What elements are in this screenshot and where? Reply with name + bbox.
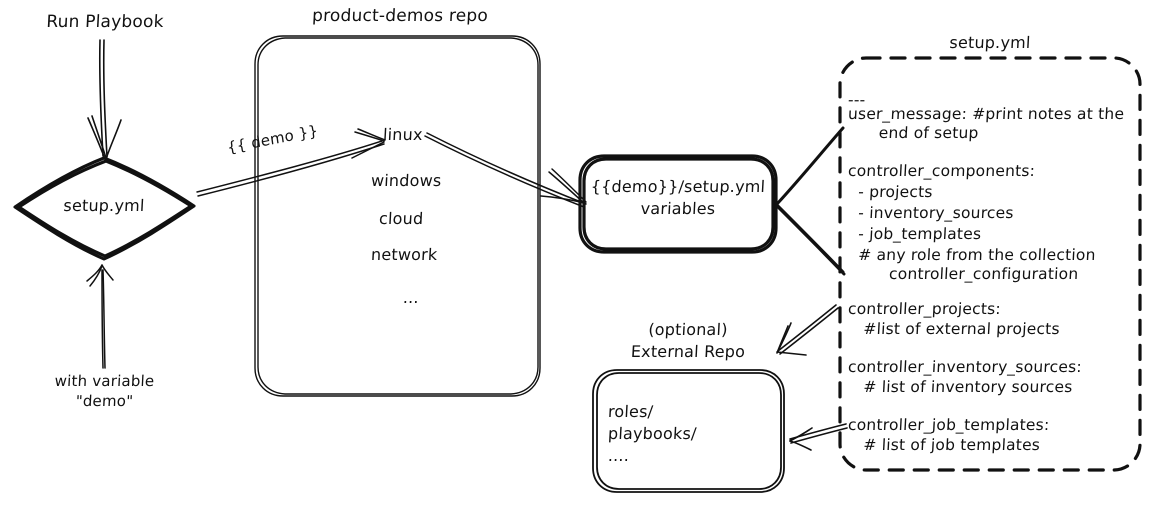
- repo-box-title: product-demos repo: [311, 6, 489, 26]
- setup-line-17: controller_job_templates:: [847, 416, 1050, 434]
- vars-box-line1: {{demo}}/setup.yml: [590, 177, 766, 196]
- repo-item-ellipsis: ...: [402, 288, 420, 307]
- arrow-run-playbook: [87, 39, 122, 160]
- arrow-projects-to-external: [776, 304, 839, 356]
- setup-yml-panel-title: setup.yml: [948, 33, 1032, 52]
- repo-item-cloud: cloud: [378, 209, 424, 228]
- arrow-jobtemplates-to-external: [789, 423, 848, 451]
- setup-line-4: controller_components:: [847, 162, 1036, 180]
- edge-label-demo: {{ demo }}: [226, 121, 320, 157]
- with-variable-label-line1: with variable: [54, 372, 155, 390]
- external-repo-item-playbooks: playbooks/: [607, 424, 698, 443]
- setup-line-12: #list of external projects: [847, 320, 1061, 338]
- connector-vars-to-setup-bottom: [775, 203, 846, 276]
- start-label: Run Playbook: [45, 12, 165, 32]
- repo-item-network: network: [370, 245, 438, 264]
- setup-line-14: controller_inventory_sources:: [847, 358, 1083, 376]
- arrow-linux-to-vars: [424, 132, 587, 208]
- setup-line-7: - job_templates: [847, 225, 982, 243]
- arrow-with-variable: [86, 264, 114, 369]
- decision-label: setup.yml: [62, 196, 146, 215]
- setup-line-6: - inventory_sources: [847, 204, 1015, 222]
- vars-box-line2: variables: [640, 199, 716, 218]
- connector-vars-to-setup-top: [775, 126, 845, 206]
- setup-line-2: end of setup: [847, 124, 980, 142]
- external-repo-title-line1: (optional): [647, 320, 729, 339]
- setup-line-15: # list of inventory sources: [847, 378, 1074, 396]
- setup-line-9: controller_configuration: [847, 265, 1079, 283]
- with-variable-label-line2: "demo": [75, 392, 134, 410]
- repo-item-windows: windows: [370, 171, 442, 190]
- external-repo-title-line2: External Repo: [630, 342, 746, 361]
- setup-line-18: # list of job templates: [847, 436, 1041, 454]
- setup-line-5: - projects: [847, 183, 934, 201]
- setup-line-11: controller_projects:: [847, 300, 1002, 318]
- repo-item-linux: linux: [382, 125, 424, 144]
- setup-line-8: # any role from the collection: [847, 246, 1097, 264]
- external-repo-item-ellipsis: ....: [607, 446, 630, 465]
- setup-line-1: user_message: #print notes at the: [847, 105, 1125, 123]
- external-repo-item-roles: roles/: [607, 402, 654, 421]
